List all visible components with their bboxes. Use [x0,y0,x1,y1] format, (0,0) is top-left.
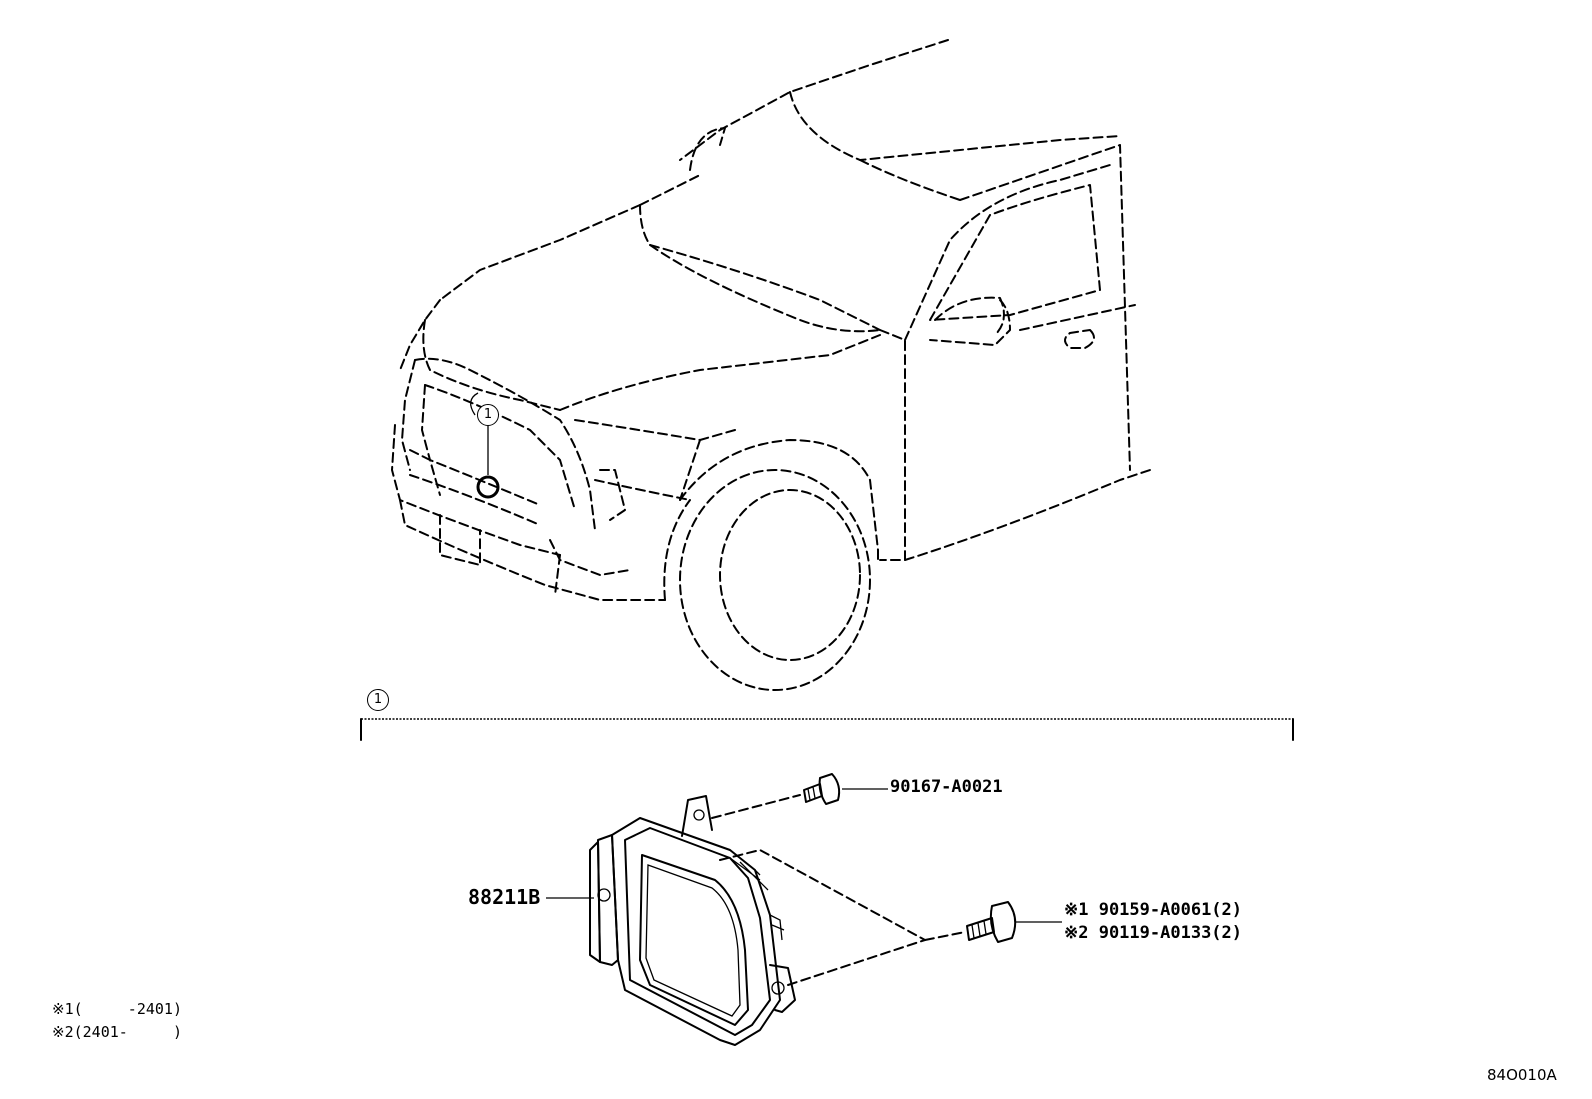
vehicle-illustration [391,39,1151,691]
part-label-bolt-top: 90167-A0021 [890,777,1003,797]
sensor-location-marker [470,392,500,499]
callout-vehicle: 1 [477,404,499,426]
part-label-radar: 88211B [468,885,541,909]
bolt-right-illustration [966,901,1017,943]
assembly-lines [546,788,1062,986]
note-line-2: ※2(2401- ) [52,1023,182,1041]
callout-group: 1 [367,689,389,711]
note-line-1: ※1( -2401) [52,1000,182,1018]
bolt-top-illustration [803,773,841,805]
figure-code: 84O010A [1487,1066,1557,1084]
radar-module-illustration [589,795,796,1046]
part-label-bolt-right-2: ※2 90119-A0133(2) [1064,923,1243,943]
part-label-bolt-right-1: ※1 90159-A0061(2) [1064,900,1243,920]
group-bracket [360,718,1294,741]
